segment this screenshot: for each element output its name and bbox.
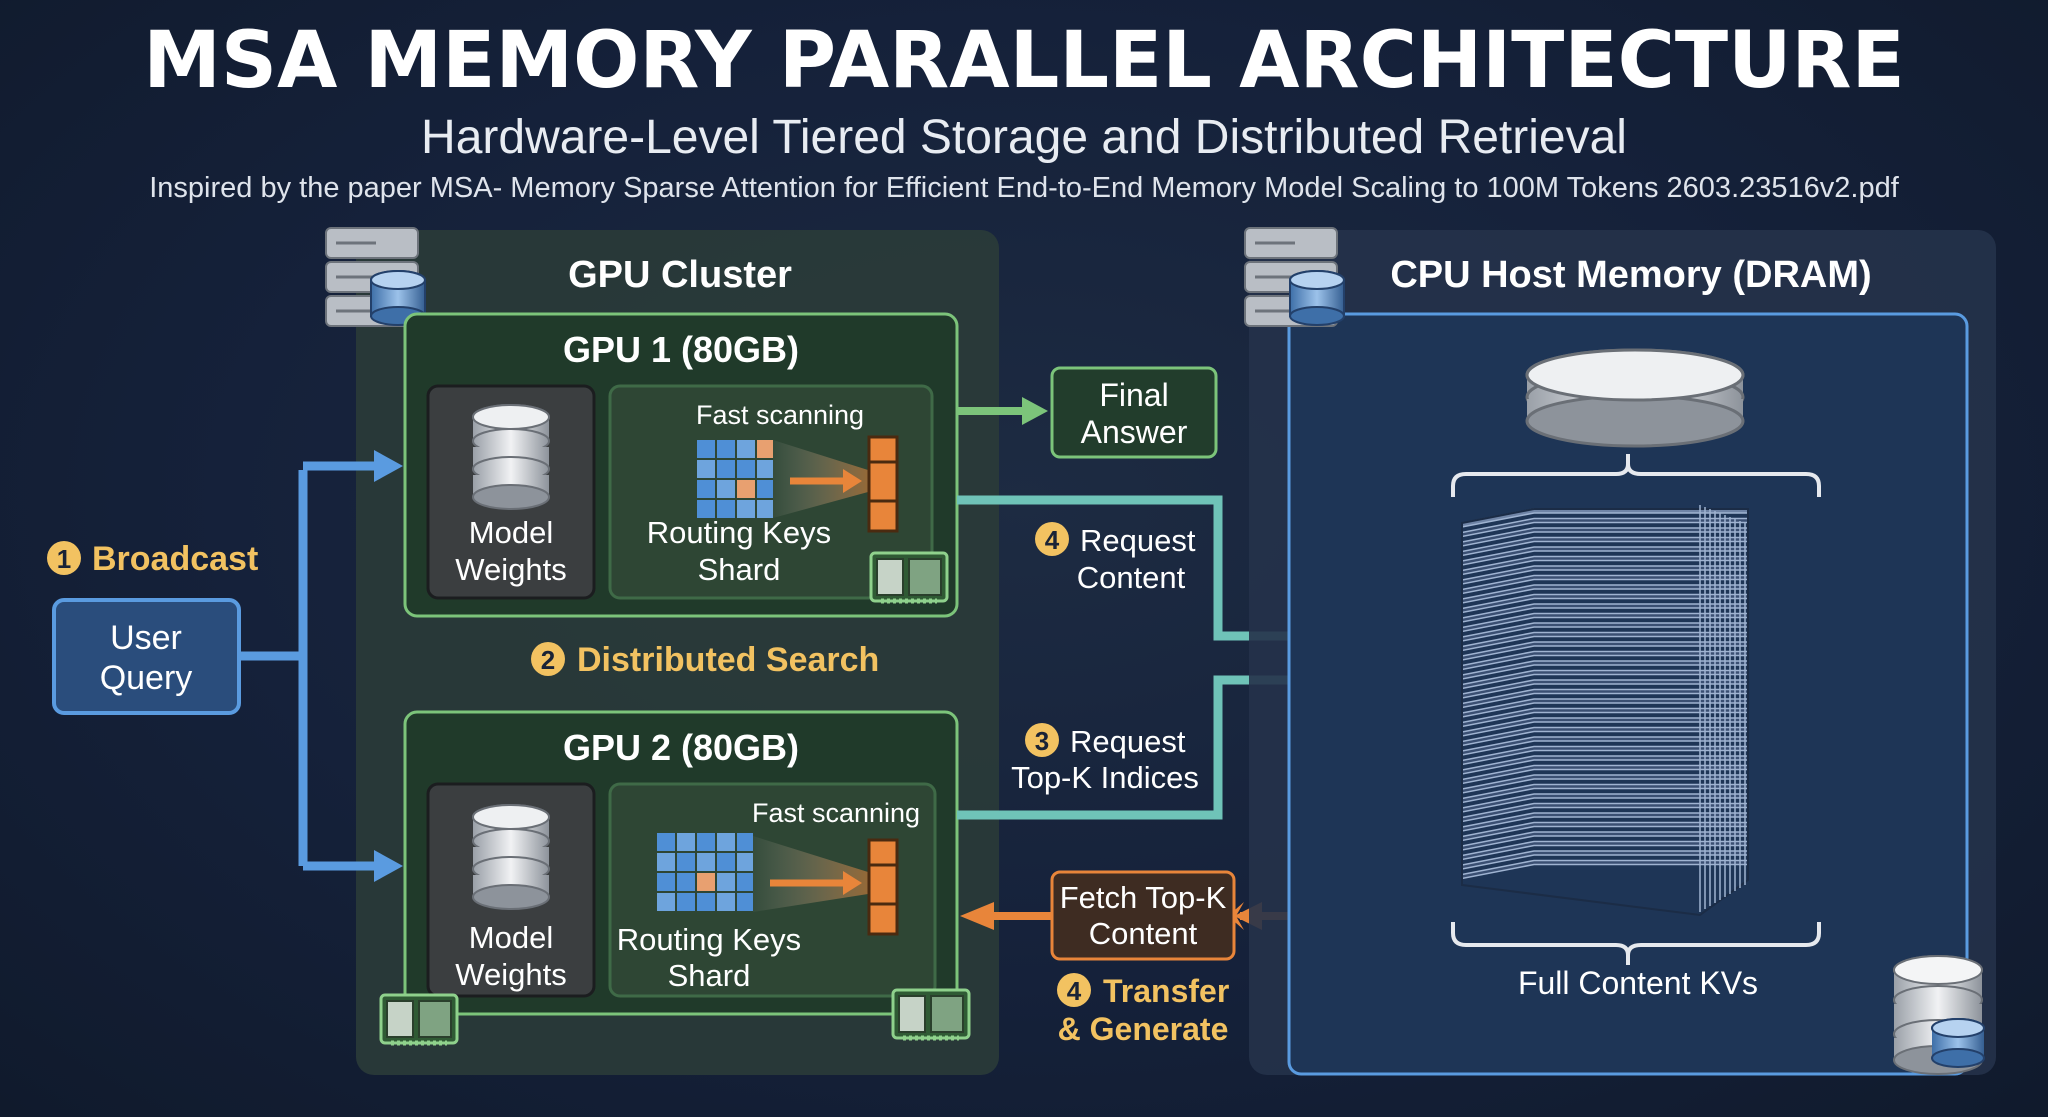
gpu2-keys-label-2: Shard — [668, 958, 751, 993]
step-broadcast: 1 Broadcast — [47, 540, 258, 578]
step-number: 4 — [1045, 525, 1060, 555]
kv-page-stack — [1461, 505, 1749, 917]
gpu1-weights-label-1: Model — [469, 515, 553, 550]
step-number: 4 — [1067, 976, 1082, 1006]
gpu-card-icon — [869, 551, 949, 604]
kv-stack-outline — [1461, 508, 1749, 917]
top-brace — [1451, 454, 1821, 497]
arrowhead-to-gpu1 — [374, 450, 403, 482]
user-query-label-1: User — [110, 619, 182, 657]
scan-arrow-head — [843, 871, 862, 895]
bottom-brace — [1451, 922, 1821, 965]
server-icon — [325, 227, 426, 327]
user-query-label-2: Query — [100, 659, 193, 697]
step-label: Request — [1070, 724, 1186, 759]
gpu1-keys-label-1: Routing Keys — [647, 515, 831, 550]
final-answer-arrowhead — [1022, 397, 1048, 425]
step-label: Request — [1080, 523, 1196, 558]
final-answer-box — [1050, 366, 1218, 459]
selected-key-column — [867, 838, 899, 936]
step-request-content: 4 Request Content — [1035, 522, 1196, 595]
step-label: Top-K Indices — [1011, 760, 1199, 795]
gpu-cluster-title: GPU Cluster — [568, 254, 792, 296]
database-icon — [472, 804, 550, 910]
step-label: Broadcast — [92, 540, 258, 578]
step-label: Transfer — [1103, 973, 1229, 1009]
gpu2-weights-label-1: Model — [469, 920, 553, 955]
gpu-card-icon — [891, 988, 971, 1041]
gpu1-title: GPU 1 (80GB) — [563, 329, 799, 370]
key-grid-icon — [697, 440, 773, 518]
broadcast-arrows — [239, 461, 378, 871]
step-number: 3 — [1035, 726, 1049, 756]
page-subtitle: Hardware-Level Tiered Storage and Distri… — [421, 111, 1627, 164]
cpu-memory-title: CPU Host Memory (DRAM) — [1390, 254, 1871, 296]
final-answer-label-1: Final — [1099, 377, 1168, 413]
arrowhead-to-gpu2 — [374, 850, 403, 882]
gpu2-keys-label-1: Routing Keys — [617, 922, 801, 957]
step-distributed-search: 2 Distributed Search — [531, 641, 879, 679]
final-answer-label-2: Answer — [1081, 414, 1188, 450]
database-icon — [472, 404, 550, 510]
fetch-label-2: Content — [1089, 916, 1198, 951]
gpu-card-icon — [379, 993, 459, 1046]
key-grid-icon — [657, 833, 753, 911]
gpu2-title: GPU 2 (80GB) — [563, 727, 799, 768]
step-number: 2 — [541, 645, 555, 675]
server-icon — [1244, 227, 1345, 327]
gpu2-weights-label-2: Weights — [455, 957, 566, 992]
page-title: MSA MEMORY PARALLEL ARCHITECTURE — [143, 16, 1905, 106]
step-request-topk: 3 Request Top-K Indices — [1011, 723, 1199, 795]
fetch-to-gpu2-arrowhead — [960, 902, 994, 930]
gpu1-scan-label: Fast scanning — [696, 400, 864, 430]
step-label: Content — [1077, 560, 1186, 595]
memory-disk-icon — [1525, 348, 1745, 448]
database-icon — [1893, 955, 1985, 1075]
step-label: Distributed Search — [577, 641, 879, 679]
step-number: 1 — [57, 544, 71, 574]
scan-arrow-head — [843, 469, 862, 493]
scan-beam — [753, 836, 868, 912]
step-transfer-generate: 4 Transfer & Generate — [1057, 973, 1229, 1047]
selected-key-column — [867, 435, 899, 533]
step-label: & Generate — [1058, 1011, 1229, 1047]
gpu2-scan-label: Fast scanning — [752, 798, 920, 828]
kv-label: Full Content KVs — [1518, 965, 1758, 1001]
paper-credit: Inspired by the paper MSA- Memory Sparse… — [149, 172, 1899, 204]
fetch-label-1: Fetch Top-K — [1060, 880, 1227, 915]
gpu1-keys-label-2: Shard — [698, 552, 781, 587]
gpu1-weights-label-2: Weights — [455, 552, 566, 587]
